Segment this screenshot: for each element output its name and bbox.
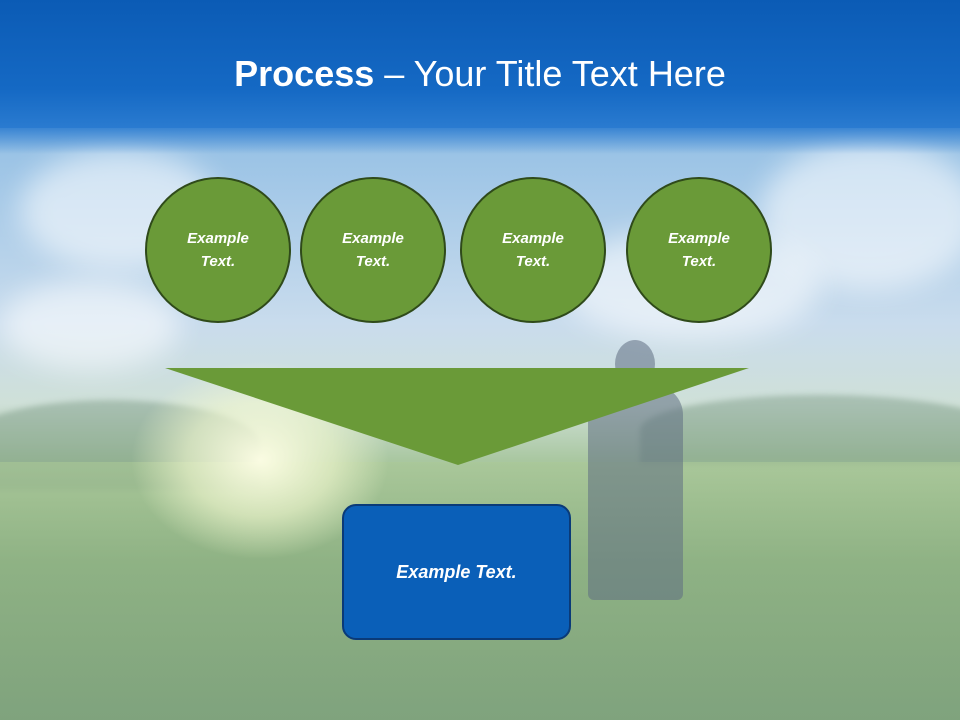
circle-label: Example Text. — [342, 230, 404, 270]
circle-label: Example Text. — [668, 230, 730, 270]
title-dash: – — [384, 53, 405, 94]
process-circle-1: Example Text. — [145, 177, 291, 323]
title-rest: Your Title Text Here — [413, 53, 726, 94]
circle-label: Example Text. — [502, 230, 564, 270]
output-label: Example Text. — [396, 561, 517, 582]
person-silhouette-body — [588, 385, 683, 600]
hill-shape — [640, 395, 960, 465]
title-bar-fade — [0, 128, 960, 154]
process-circle-2: Example Text. — [300, 177, 446, 323]
title-bold: Process — [234, 53, 375, 94]
funnel-triangle — [165, 368, 749, 465]
funnel-shape — [165, 368, 749, 465]
circle-label: Example Text. — [187, 230, 249, 270]
cloud-shape — [0, 280, 180, 370]
title-bar — [0, 0, 960, 128]
output-box: Example Text. — [342, 504, 571, 640]
process-circle-3: Example Text. — [460, 177, 606, 323]
process-circle-4: Example Text. — [626, 177, 772, 323]
slide-title: Process – Your Title Text Here — [0, 50, 960, 98]
